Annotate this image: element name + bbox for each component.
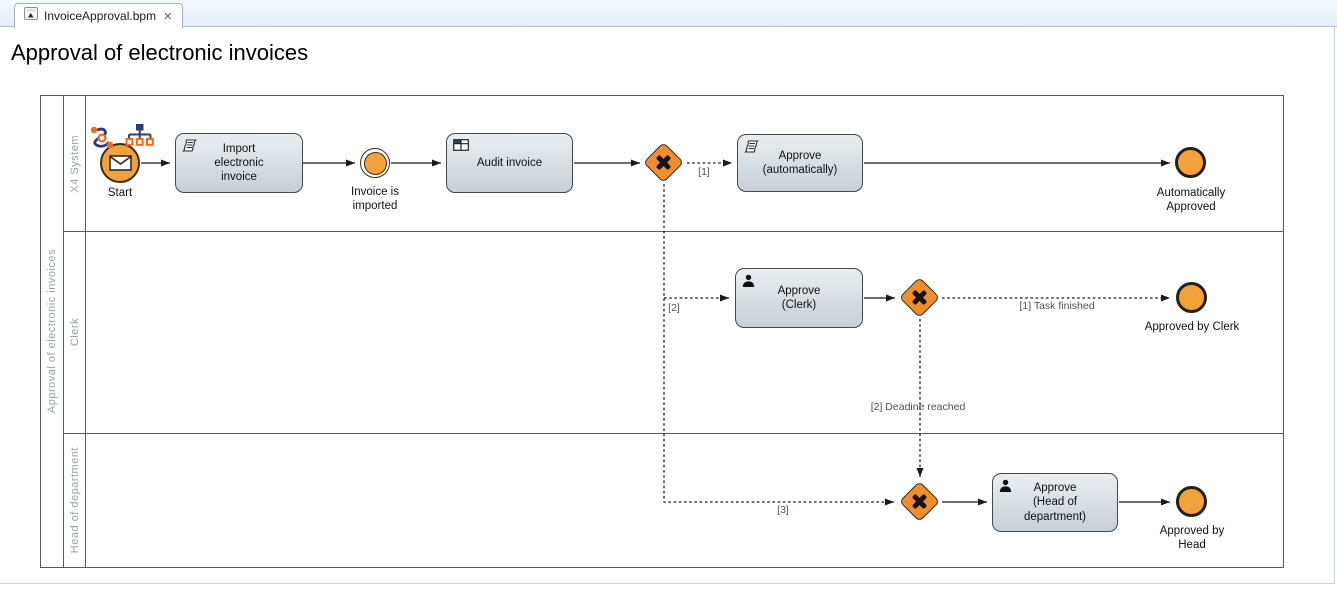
task-label: Import electronic invoice bbox=[214, 142, 264, 183]
tab-close-icon[interactable]: ✕ bbox=[163, 10, 173, 23]
gateway-x-icon bbox=[907, 285, 931, 309]
task-audit-invoice[interactable]: Audit invoice bbox=[446, 133, 573, 193]
pool-label-band: Approval of electronic invoices bbox=[41, 96, 64, 567]
message-envelope-icon bbox=[108, 155, 132, 171]
flow-label-condition-2: [2] bbox=[668, 302, 680, 314]
gateway-x-icon bbox=[651, 150, 675, 174]
start-event-label: Start bbox=[107, 187, 133, 199]
task-label: Audit invoice bbox=[476, 156, 543, 169]
end-event-approved-by-head[interactable] bbox=[1176, 486, 1207, 517]
task-approve-head-of-department[interactable]: Approve (Head of department) bbox=[992, 473, 1118, 532]
task-approve-automatically[interactable]: Approve (automatically) bbox=[737, 134, 863, 192]
end-event-label: Approved by Head bbox=[1159, 525, 1225, 552]
lane-content-clerk bbox=[86, 232, 1283, 433]
flow-label-condition-1: [1] bbox=[698, 166, 710, 178]
script-task-icon bbox=[744, 140, 759, 153]
tab-invoice-approval[interactable]: InvoiceApproval.bpm ✕ bbox=[14, 3, 184, 28]
lane-label-band: Head of department bbox=[64, 434, 86, 567]
user-task-icon bbox=[999, 479, 1012, 492]
process-chain-icon bbox=[89, 125, 124, 150]
lane-head-of-department[interactable]: Head of department bbox=[64, 434, 1283, 567]
lane-clerk[interactable]: Clerk bbox=[64, 232, 1283, 434]
start-event[interactable] bbox=[100, 143, 140, 183]
intermediate-event-inner-circle bbox=[363, 151, 387, 175]
lane-label-band: Clerk bbox=[64, 232, 86, 433]
table-task-icon bbox=[453, 139, 469, 151]
gateway-x-icon bbox=[907, 489, 931, 513]
script-task-icon bbox=[182, 139, 197, 152]
page-title: Approval of electronic invoices bbox=[11, 40, 309, 65]
intermediate-event-label: Invoice is imported bbox=[351, 186, 399, 213]
tab-title: InvoiceApproval.bpm bbox=[44, 9, 157, 23]
end-event-approved-by-clerk[interactable] bbox=[1176, 282, 1207, 313]
org-structure-icon bbox=[125, 123, 154, 152]
lane-label-clerk: Clerk bbox=[68, 318, 81, 347]
intermediate-event-invoice-imported[interactable] bbox=[360, 148, 390, 178]
pool-label: Approval of electronic invoices bbox=[46, 249, 58, 414]
end-event-label: Approved by Clerk bbox=[1144, 321, 1240, 333]
flow-label-condition-3: [3] bbox=[777, 504, 789, 516]
lane-label-head-of-department: Head of department bbox=[68, 447, 81, 554]
end-event-automatically-approved[interactable] bbox=[1175, 147, 1206, 178]
user-task-icon bbox=[742, 274, 755, 287]
end-event-label: Automatically Approved bbox=[1156, 187, 1226, 214]
bpm-file-icon bbox=[24, 7, 38, 25]
task-approve-clerk[interactable]: Approve (Clerk) bbox=[735, 268, 863, 328]
lane-label-x4-system: X4 System bbox=[68, 134, 81, 193]
task-label: Approve (Head of department) bbox=[1023, 482, 1086, 523]
editor-tab-bar: InvoiceApproval.bpm ✕ bbox=[0, 0, 1337, 28]
lane-label-band: X4 System bbox=[64, 96, 86, 231]
flow-label-task-finished: [1] Task finished bbox=[1019, 300, 1095, 312]
flow-label-deadline-reached: [2] Deadine reached bbox=[870, 401, 966, 413]
task-label: Approve (Clerk) bbox=[777, 284, 821, 311]
task-import-electronic-invoice[interactable]: Import electronic invoice bbox=[175, 133, 303, 193]
task-label: Approve (automatically) bbox=[762, 149, 838, 176]
